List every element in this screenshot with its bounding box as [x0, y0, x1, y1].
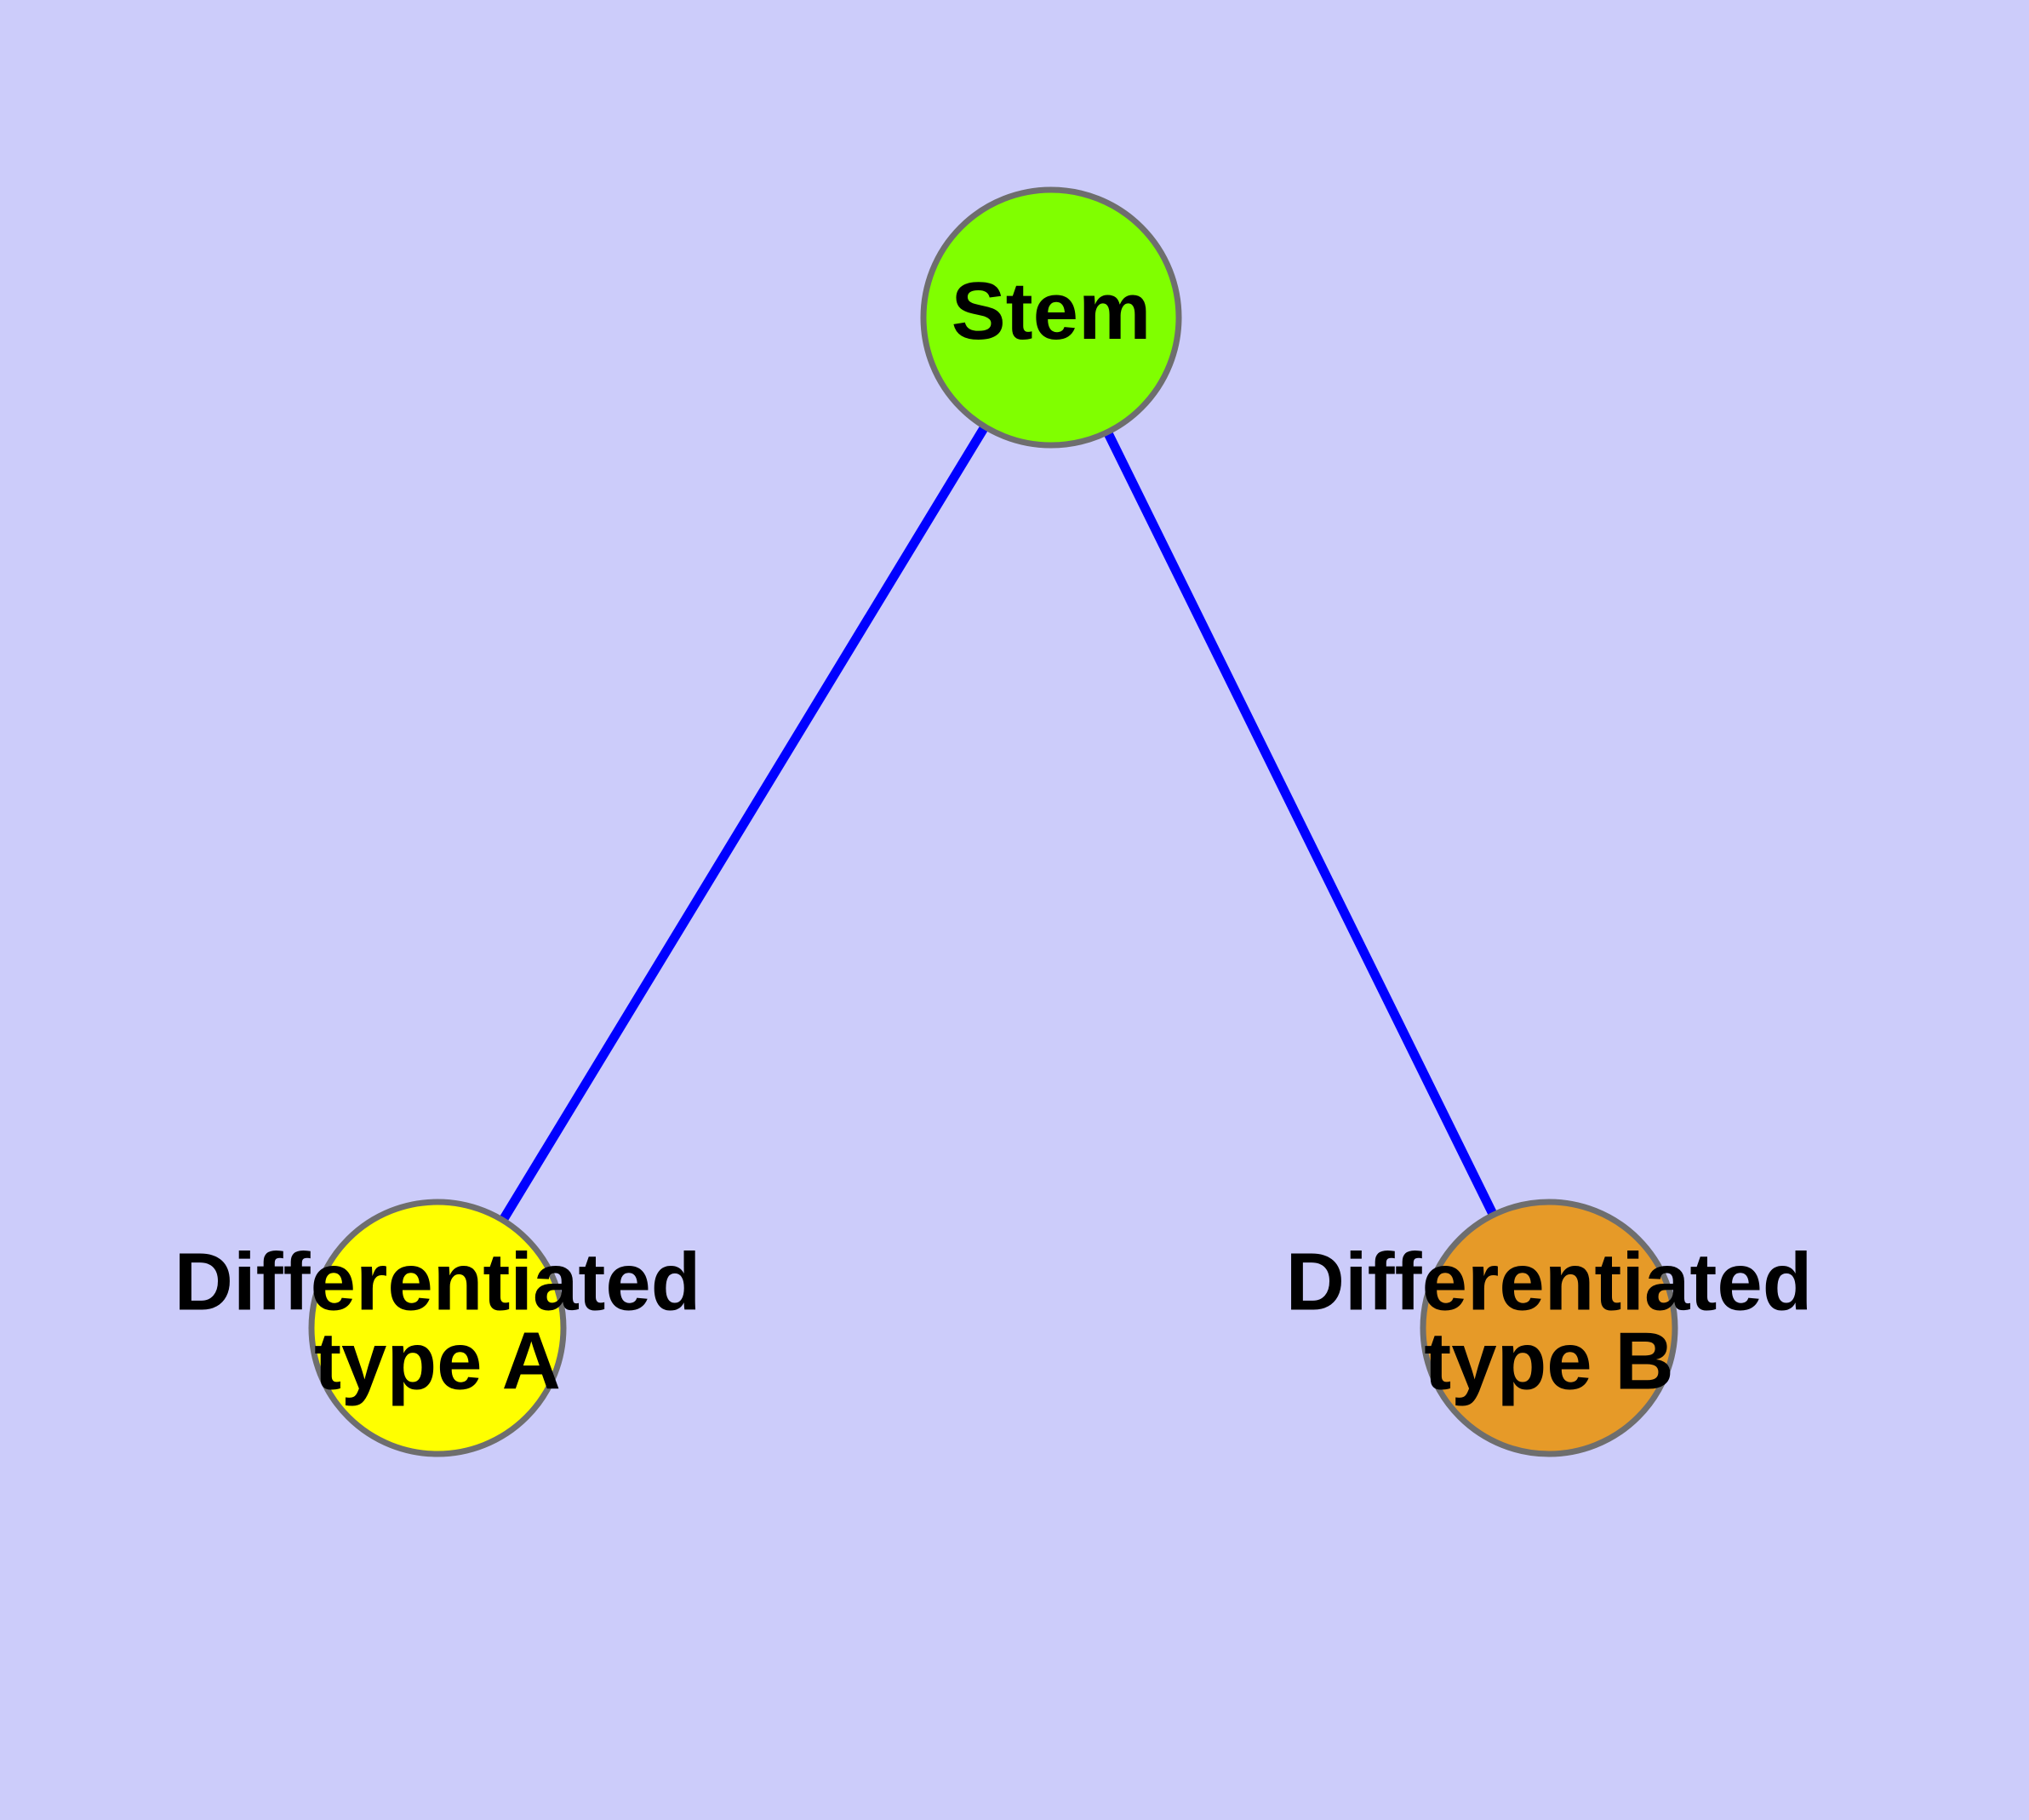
edge-stem-diff-b[interactable] [1103, 430, 1498, 1217]
edge-stem-diff-a[interactable] [499, 424, 989, 1223]
edges-layer [499, 424, 1498, 1223]
node-label-line: type A [314, 1316, 561, 1407]
node-label-line: Stem [952, 266, 1152, 357]
node-diff-a[interactable] [308, 1199, 567, 1457]
node-diff-b[interactable] [1420, 1199, 1678, 1457]
nodes-layer [308, 186, 1678, 1457]
node-label-line: Differentiated [1286, 1237, 1813, 1328]
node-label-line: Differentiated [174, 1237, 701, 1328]
node-label-stem: Stem [952, 266, 1152, 357]
node-stem[interactable] [920, 186, 1182, 449]
node-label-line: type B [1424, 1316, 1673, 1407]
